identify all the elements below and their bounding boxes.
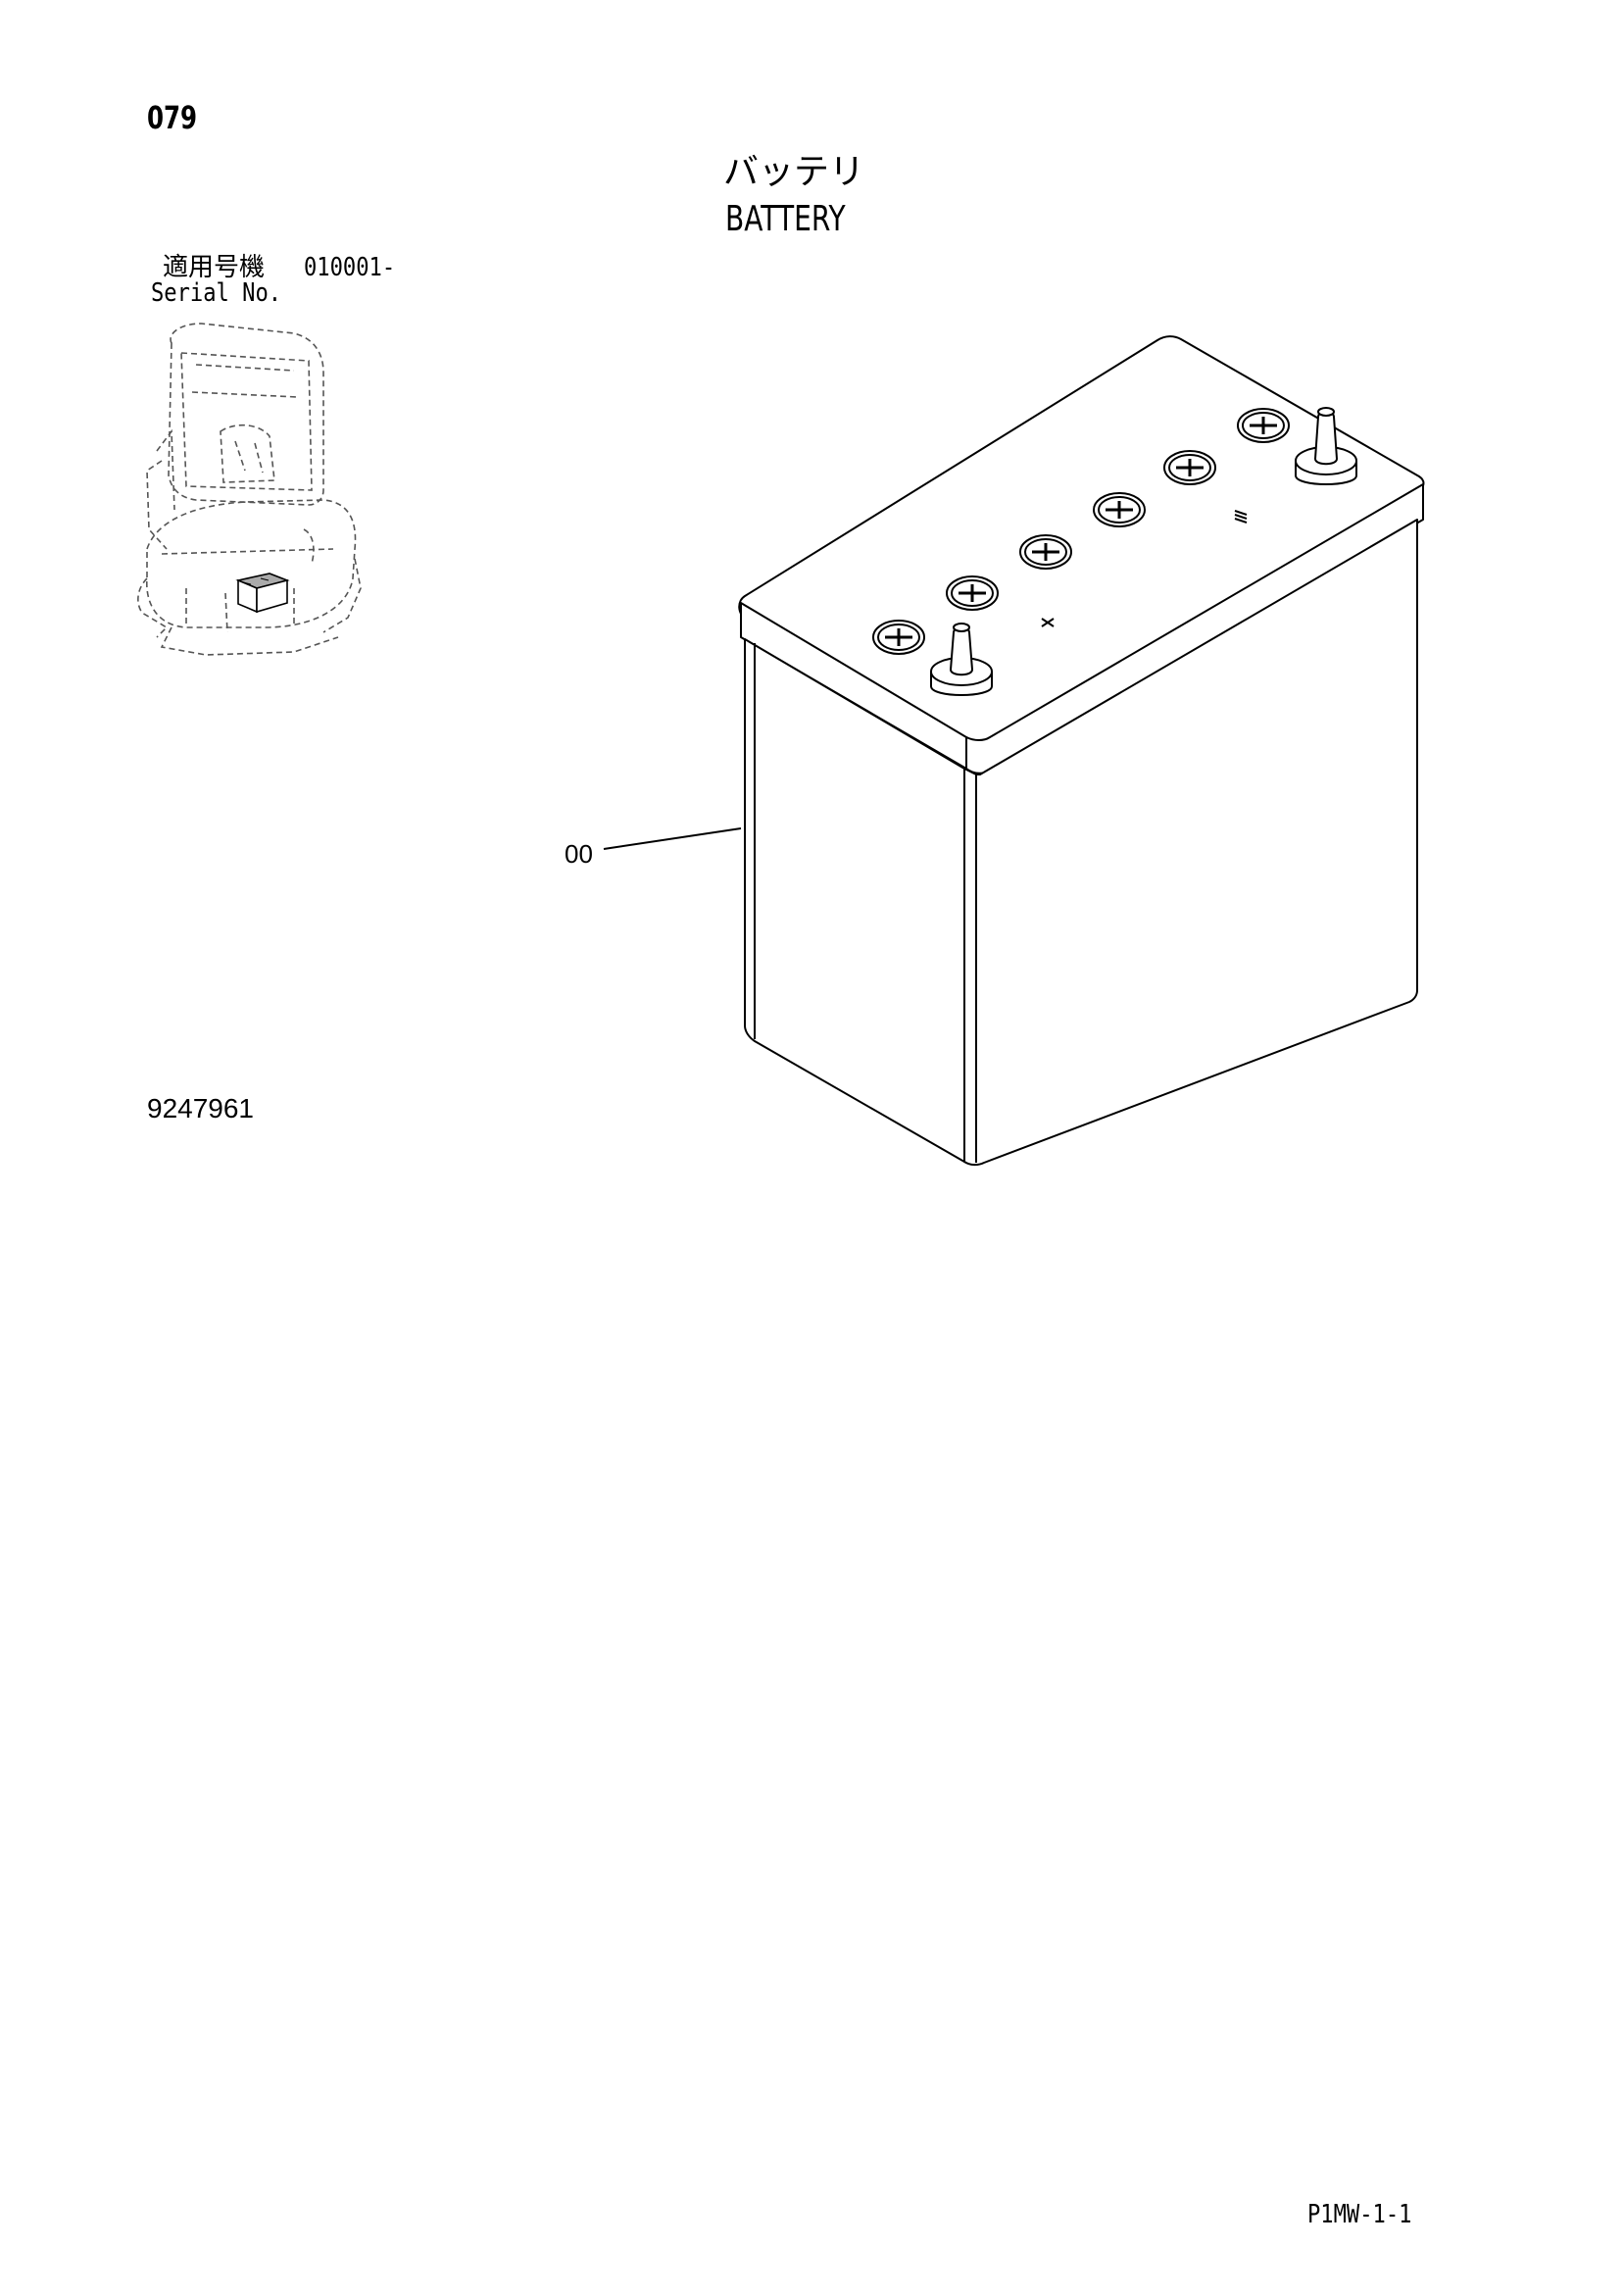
part-callout: 00 [565, 839, 593, 869]
title-japanese: バッテリ [723, 152, 865, 192]
serial-label-english: Serial No. [151, 278, 282, 308]
page-number: 079 [147, 99, 198, 136]
callout-leader [603, 827, 742, 850]
serial-label-japanese: 適用号機 [163, 253, 266, 282]
figure-number: 9247961 [147, 1093, 255, 1123]
serial-range: 010001- [304, 253, 396, 282]
page-code: P1MW-1-1 [1307, 2200, 1412, 2229]
title-english: BATTERY [725, 199, 846, 239]
